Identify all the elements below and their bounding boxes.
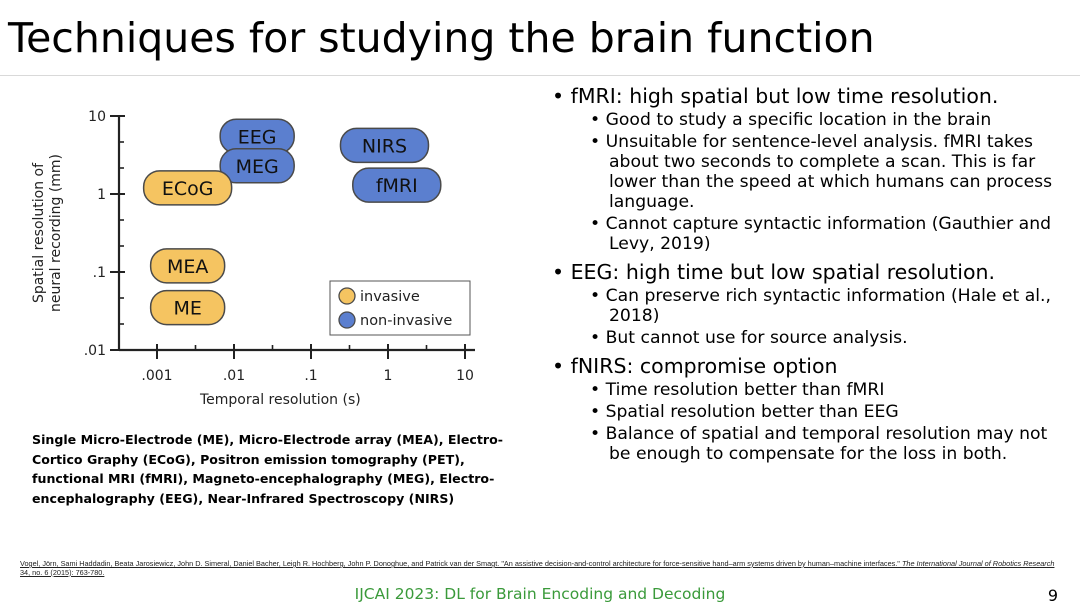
- technique-caption: Single Micro-Electrode (ME), Micro-Elect…: [32, 432, 503, 506]
- data-point-label: ECoG: [162, 178, 214, 200]
- data-point-label: EEG: [238, 126, 277, 148]
- sub-bullet-item: • Cannot capture syntactic information (…: [590, 214, 1052, 254]
- data-point-me: [149, 289, 226, 326]
- sub-bullet-item: • Can preserve rich syntactic informatio…: [590, 286, 1051, 326]
- data-point-label: NIRS: [362, 135, 407, 157]
- x-tick-label: .01: [223, 368, 245, 384]
- x-tick-label: 1: [384, 368, 393, 384]
- data-point-label: fMRI: [376, 175, 418, 197]
- y-tick-label: .01: [84, 343, 106, 359]
- sub-bullet-item: • Balance of spatial and temporal resolu…: [590, 424, 1048, 464]
- y-axis-label-line: neural recording (mm): [48, 154, 64, 312]
- data-point-label: ME: [173, 298, 201, 320]
- x-tick-label: 10: [456, 368, 474, 384]
- sub-bullet-item: • Good to study a specific location in t…: [590, 110, 992, 130]
- x-axis-label: Temporal resolution (s): [199, 392, 361, 408]
- legend-box: [329, 280, 471, 336]
- reference[interactable]: Vogel, Jörn, Sami Haddadin, Beata Jarosi…: [20, 559, 1060, 577]
- sub-bullet-item: • Spatial resolution better than EEG: [590, 402, 899, 422]
- legend-marker-invasive: [338, 287, 356, 305]
- sub-bullet-item: • But cannot use for source analysis.: [590, 328, 908, 348]
- reference-tail[interactable]: 34, no. 6 (2015): 763-780.: [20, 567, 105, 577]
- legend-label: non-invasive: [360, 313, 452, 329]
- sub-bullet-item: • Unsuitable for sentence-level analysis…: [590, 132, 1053, 212]
- page-number: 9: [1047, 586, 1058, 605]
- reference-journal[interactable]: The International Journal of Robotics Re…: [901, 559, 1055, 568]
- data-point-mea: [149, 248, 226, 284]
- title-divider: [0, 75, 1080, 76]
- x-tick-label: .1: [304, 368, 317, 384]
- bullet-item: • fMRI: high spatial but low time resolu…: [552, 84, 999, 108]
- footer-text: IJCAI 2023: DL for Brain Encoding and De…: [354, 585, 726, 603]
- y-tick-label: .1: [93, 265, 106, 281]
- data-point-nirs: [339, 127, 430, 164]
- y-tick-label: 10: [88, 109, 106, 125]
- legend-marker-non-invasive: [338, 311, 356, 329]
- data-point-ecog: [142, 170, 233, 206]
- data-point-label: MEG: [236, 156, 279, 178]
- reference-text[interactable]: Vogel, Jörn, Sami Haddadin, Beata Jarosi…: [20, 559, 902, 568]
- bullet-item: • fNIRS: compromise option: [552, 354, 838, 378]
- x-tick-label: .001: [141, 368, 172, 384]
- y-axis-label-line: Spatial resolution of: [31, 162, 47, 303]
- legend-label: invasive: [360, 289, 420, 305]
- data-point-meg: [219, 148, 295, 184]
- slide-title: Techniques for studying the brain functi…: [8, 14, 875, 62]
- data-point-fmri: [352, 167, 442, 203]
- y-tick-label: 1: [97, 187, 106, 203]
- data-point-label: MEA: [167, 256, 208, 278]
- y-axis-label: Spatial resolution ofneural recording (m…: [31, 154, 64, 312]
- bullet-list: • fMRI: high spatial but low time resolu…: [552, 84, 1072, 464]
- bullet-item: • EEG: high time but low spatial resolut…: [552, 260, 995, 284]
- sub-bullet-item: • Time resolution better than fMRI: [590, 380, 885, 400]
